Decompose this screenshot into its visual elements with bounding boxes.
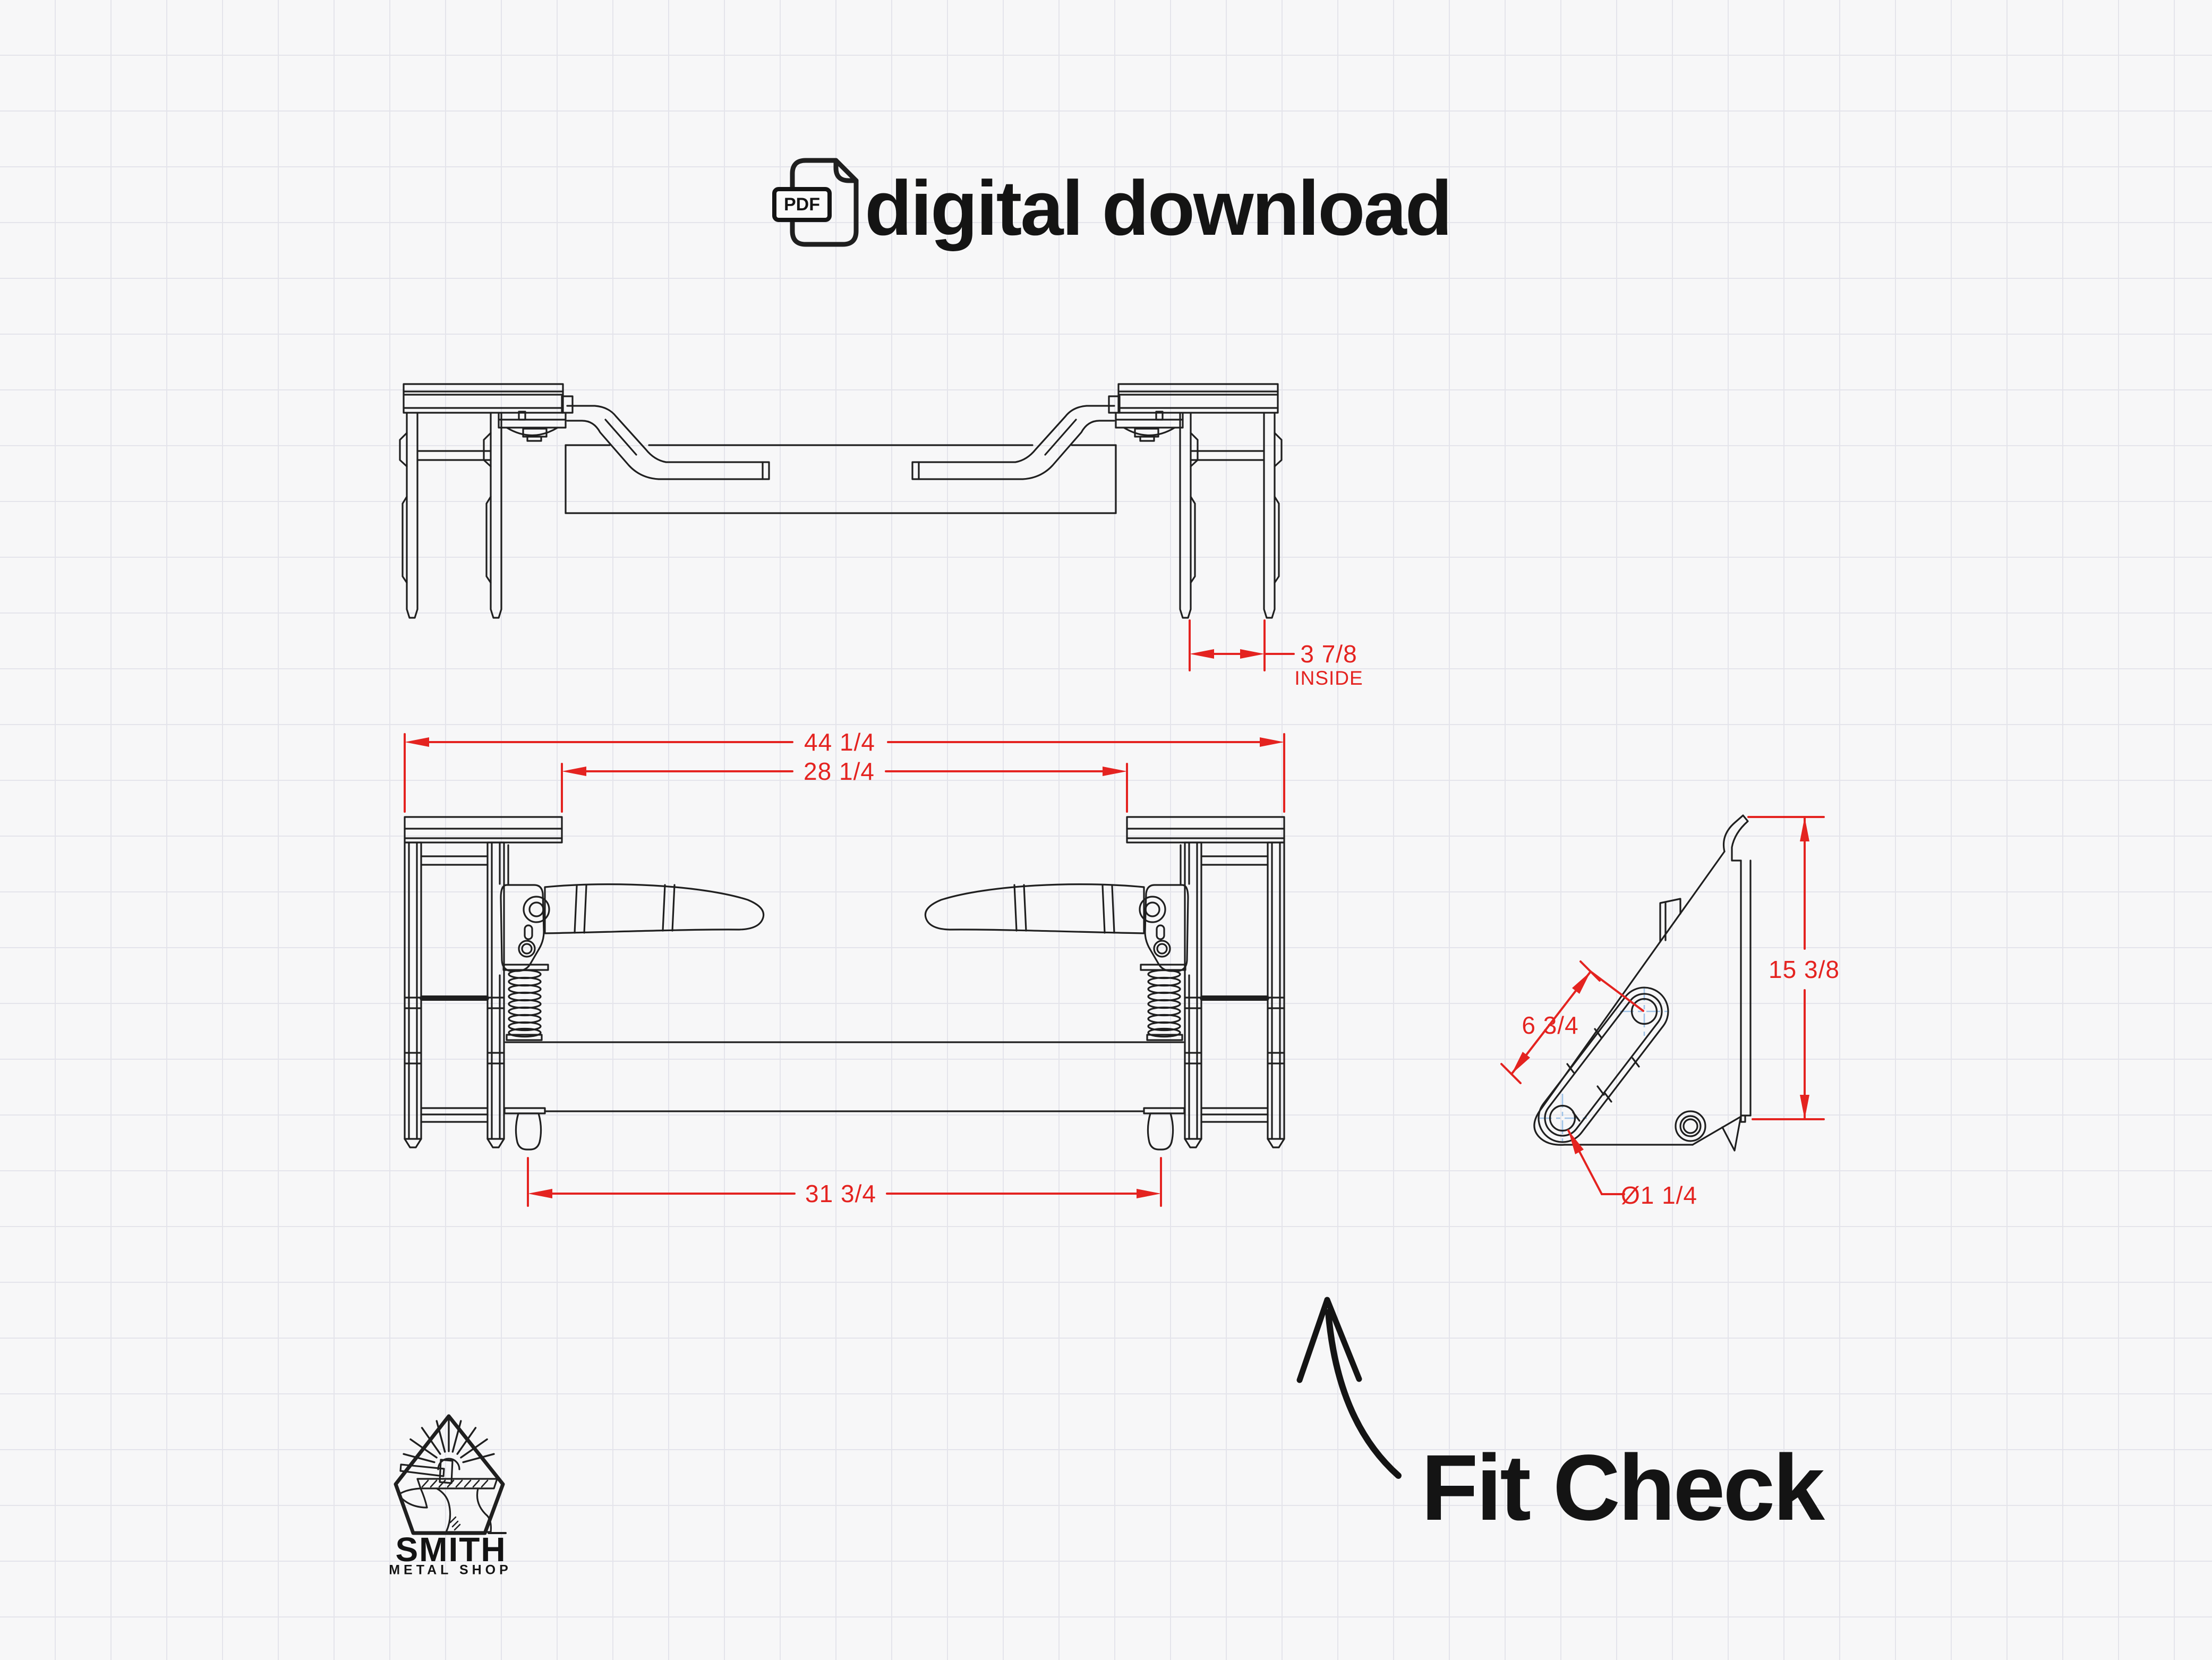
dim-slot-length: 6 3/4 xyxy=(1522,1011,1579,1039)
pdf-badge: PDF xyxy=(772,187,832,222)
fit-check-label: Fit Check xyxy=(1421,1436,1825,1540)
dim-inside-value: 3 7/8 xyxy=(1300,640,1357,668)
fit-check-arrow xyxy=(1296,1297,1402,1479)
logo-title: SMITH xyxy=(395,1530,507,1569)
dim-inside-qualifier: INSIDE xyxy=(1294,667,1363,689)
top-view-drawing xyxy=(399,383,1283,619)
dim-overall-width: 44 1/4 xyxy=(804,728,875,756)
page-title: digital download xyxy=(865,165,1453,251)
dim-hole-diameter: Ø1 1/4 xyxy=(1620,1181,1698,1209)
logo-emblem xyxy=(394,1414,507,1535)
dimension-lines xyxy=(404,619,1825,1207)
logo-subtitle: METAL SHOP xyxy=(389,1562,512,1578)
dim-pin-spacing: 31 3/4 xyxy=(805,1180,876,1207)
centerlines xyxy=(1538,987,1669,1143)
pdf-badge-label: PDF xyxy=(784,194,820,215)
pdf-icon xyxy=(790,158,859,247)
dim-plate-height: 15 3/8 xyxy=(1769,956,1840,983)
side-view-drawing xyxy=(1533,814,1752,1152)
dim-inner-width: 28 1/4 xyxy=(804,757,875,785)
front-view-drawing xyxy=(404,817,1284,1150)
